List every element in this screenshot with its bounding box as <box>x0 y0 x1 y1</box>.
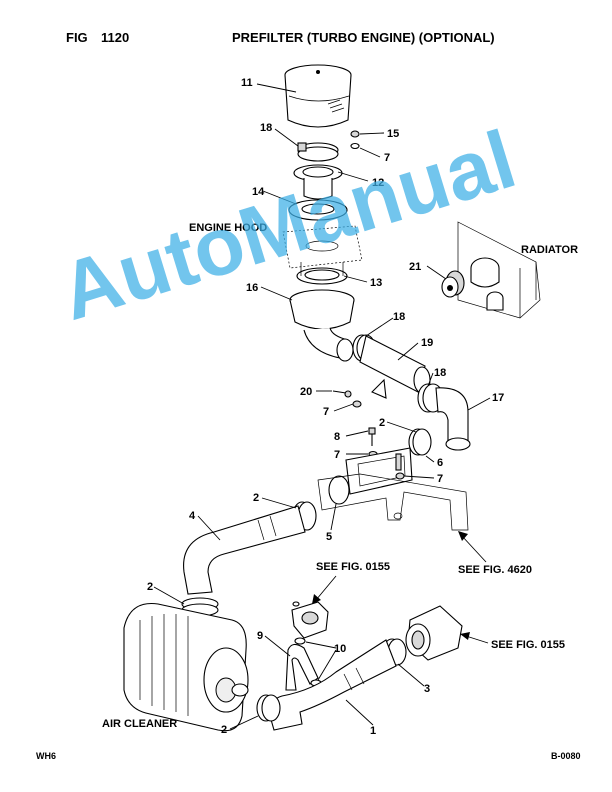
callout-8: 8 <box>334 431 340 443</box>
footer-model-code: WH6 <box>36 751 56 761</box>
part-12-ring <box>293 164 343 200</box>
callout-18: 18 <box>393 311 405 323</box>
callout-4: 4 <box>189 510 196 522</box>
part-11-prefilter-cap <box>284 64 352 128</box>
callout-9: 9 <box>257 630 263 642</box>
callout-13: 13 <box>370 277 382 289</box>
see-fig-4620-label: SEE FIG. 4620 <box>458 564 532 576</box>
callout-20: 20 <box>300 386 312 398</box>
callout-11: 11 <box>241 77 253 89</box>
leader-lines <box>153 83 491 730</box>
part-9-small-hose <box>285 637 322 691</box>
callout-3: 3 <box>424 683 430 695</box>
callout-18: 18 <box>434 367 446 379</box>
air-cleaner-label: AIR CLEANER <box>102 718 177 730</box>
callout-17: 17 <box>492 392 504 404</box>
callout-2: 2 <box>379 417 385 429</box>
see-fig-0155-right-label: SEE FIG. 0155 <box>491 639 565 651</box>
part-18-top-clamp <box>297 142 339 162</box>
engine-hood-panel <box>282 225 363 269</box>
callout-7: 7 <box>437 473 443 485</box>
callout-12: 12 <box>372 177 384 189</box>
fig-number: 1120 <box>101 30 130 45</box>
part-13-ring <box>296 262 348 285</box>
callout-16: 16 <box>246 282 258 294</box>
turbo-component-right <box>405 605 463 661</box>
part-19-pipe <box>359 335 431 399</box>
callout-numbers: 11 18 15 7 12 14 21 13 16 18 19 18 17 20… <box>147 77 504 737</box>
callout-5: 5 <box>326 531 332 543</box>
part-15-nut <box>350 130 360 150</box>
part-14-gasket <box>288 199 348 221</box>
part-2-upper-clamp <box>408 428 432 456</box>
radiator-drawing <box>457 221 541 319</box>
callout-7: 7 <box>384 152 390 164</box>
turbo-component-top <box>291 601 329 639</box>
callout-18: 18 <box>260 122 272 134</box>
callout-7: 7 <box>334 449 340 461</box>
radiator-label: RADIATOR <box>521 244 578 256</box>
part-20-bolt <box>332 390 362 408</box>
callout-15: 15 <box>387 128 399 140</box>
engine-hood-label: ENGINE HOOD <box>189 222 267 234</box>
callout-1: 1 <box>370 725 376 737</box>
part-6-duct <box>328 447 413 505</box>
callout-2: 2 <box>221 724 227 736</box>
part-16-elbow-housing <box>289 289 355 362</box>
callout-10: 10 <box>334 643 346 655</box>
callout-2: 2 <box>147 581 153 593</box>
callout-19: 19 <box>421 337 433 349</box>
see-fig-0155-top-label: SEE FIG. 0155 <box>316 561 390 573</box>
callout-7: 7 <box>323 406 329 418</box>
footer-drawing-code: B-0080 <box>551 751 581 761</box>
callout-21: 21 <box>409 261 421 273</box>
callout-14: 14 <box>252 186 265 198</box>
part-17-elbow <box>435 387 471 451</box>
text-labels: ENGINE HOOD RADIATOR AIR CLEANER SEE FIG… <box>102 222 578 730</box>
fig-label: FIG <box>66 30 88 45</box>
part-21-cap <box>441 270 465 298</box>
callout-2: 2 <box>253 492 259 504</box>
frame-bracket <box>317 473 469 531</box>
part-2-lower-clamp <box>256 694 281 722</box>
callout-6: 6 <box>437 457 443 469</box>
part-8-bolt <box>368 427 378 458</box>
part-4-hose <box>183 505 306 595</box>
air-cleaner-drawing <box>123 602 249 732</box>
fig-title: PREFILTER (TURBO ENGINE) (OPTIONAL) <box>232 30 495 45</box>
